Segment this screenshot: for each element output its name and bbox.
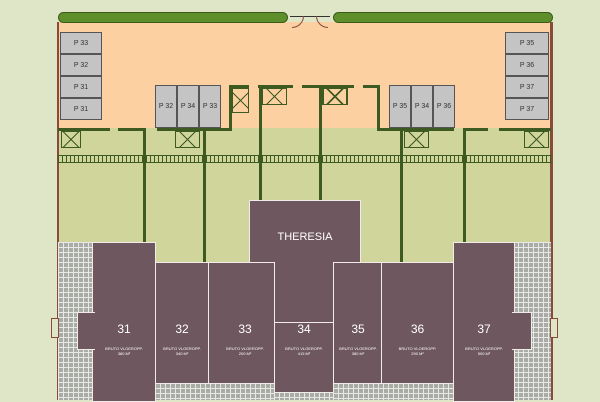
lift-icon: [61, 131, 81, 148]
top-wall-left: [58, 12, 288, 23]
unit-32[interactable]: [155, 262, 209, 384]
site-border: [550, 22, 553, 400]
parking-space[interactable]: P 32: [60, 54, 102, 76]
site-border-left: [57, 22, 59, 400]
parking-court: [58, 22, 552, 128]
wall: [203, 128, 206, 263]
parking-space[interactable]: P 36: [433, 85, 455, 128]
wall: [400, 128, 403, 263]
side-door-right[interactable]: [550, 318, 558, 338]
wall: [377, 128, 454, 131]
wall: [259, 85, 262, 200]
wall: [229, 85, 249, 88]
unit-34[interactable]: [274, 322, 334, 393]
parking-space[interactable]: P 31: [60, 76, 102, 98]
wall: [499, 128, 551, 131]
wall: [377, 85, 380, 131]
terrace: [333, 383, 453, 400]
wall: [319, 85, 322, 200]
wall: [229, 85, 232, 131]
lift-icon: [175, 131, 200, 148]
wall: [58, 128, 110, 131]
lift-icon: [323, 88, 348, 105]
building-title: THERESIA: [277, 231, 333, 243]
terrace: [274, 392, 334, 400]
parking-space[interactable]: P 36: [505, 54, 549, 76]
unit-37[interactable]: [453, 242, 515, 402]
fence: [58, 155, 552, 163]
terrace: [155, 383, 275, 400]
parking-space[interactable]: P 35: [389, 85, 411, 128]
parking-space[interactable]: P 33: [199, 85, 221, 128]
parking-space[interactable]: P 37: [505, 98, 549, 120]
wall: [157, 128, 229, 131]
wall: [258, 85, 293, 88]
lift-icon: [404, 131, 429, 148]
parking-space[interactable]: P 31: [60, 98, 102, 120]
wall: [463, 128, 466, 243]
unit-31-bay: [77, 312, 95, 350]
lift-icon: [524, 131, 549, 148]
entrance-gate[interactable]: [290, 16, 330, 32]
wall: [463, 128, 488, 131]
wall: [363, 85, 380, 88]
lift-icon: [232, 88, 249, 113]
wall: [143, 128, 146, 243]
wall: [302, 85, 354, 88]
lift-icon: [262, 88, 287, 105]
parking-space[interactable]: P 32: [155, 85, 177, 128]
unit-37-bay: [512, 312, 532, 350]
parking-space[interactable]: P 37: [505, 76, 549, 98]
parking-space[interactable]: P 34: [177, 85, 199, 128]
top-wall-right: [333, 12, 553, 23]
wall: [118, 128, 146, 131]
side-door-left[interactable]: [51, 318, 59, 338]
parking-space[interactable]: P 35: [505, 32, 549, 54]
parking-space[interactable]: P 34: [411, 85, 433, 128]
parking-space[interactable]: P 33: [60, 32, 102, 54]
unit-36[interactable]: [381, 262, 454, 384]
